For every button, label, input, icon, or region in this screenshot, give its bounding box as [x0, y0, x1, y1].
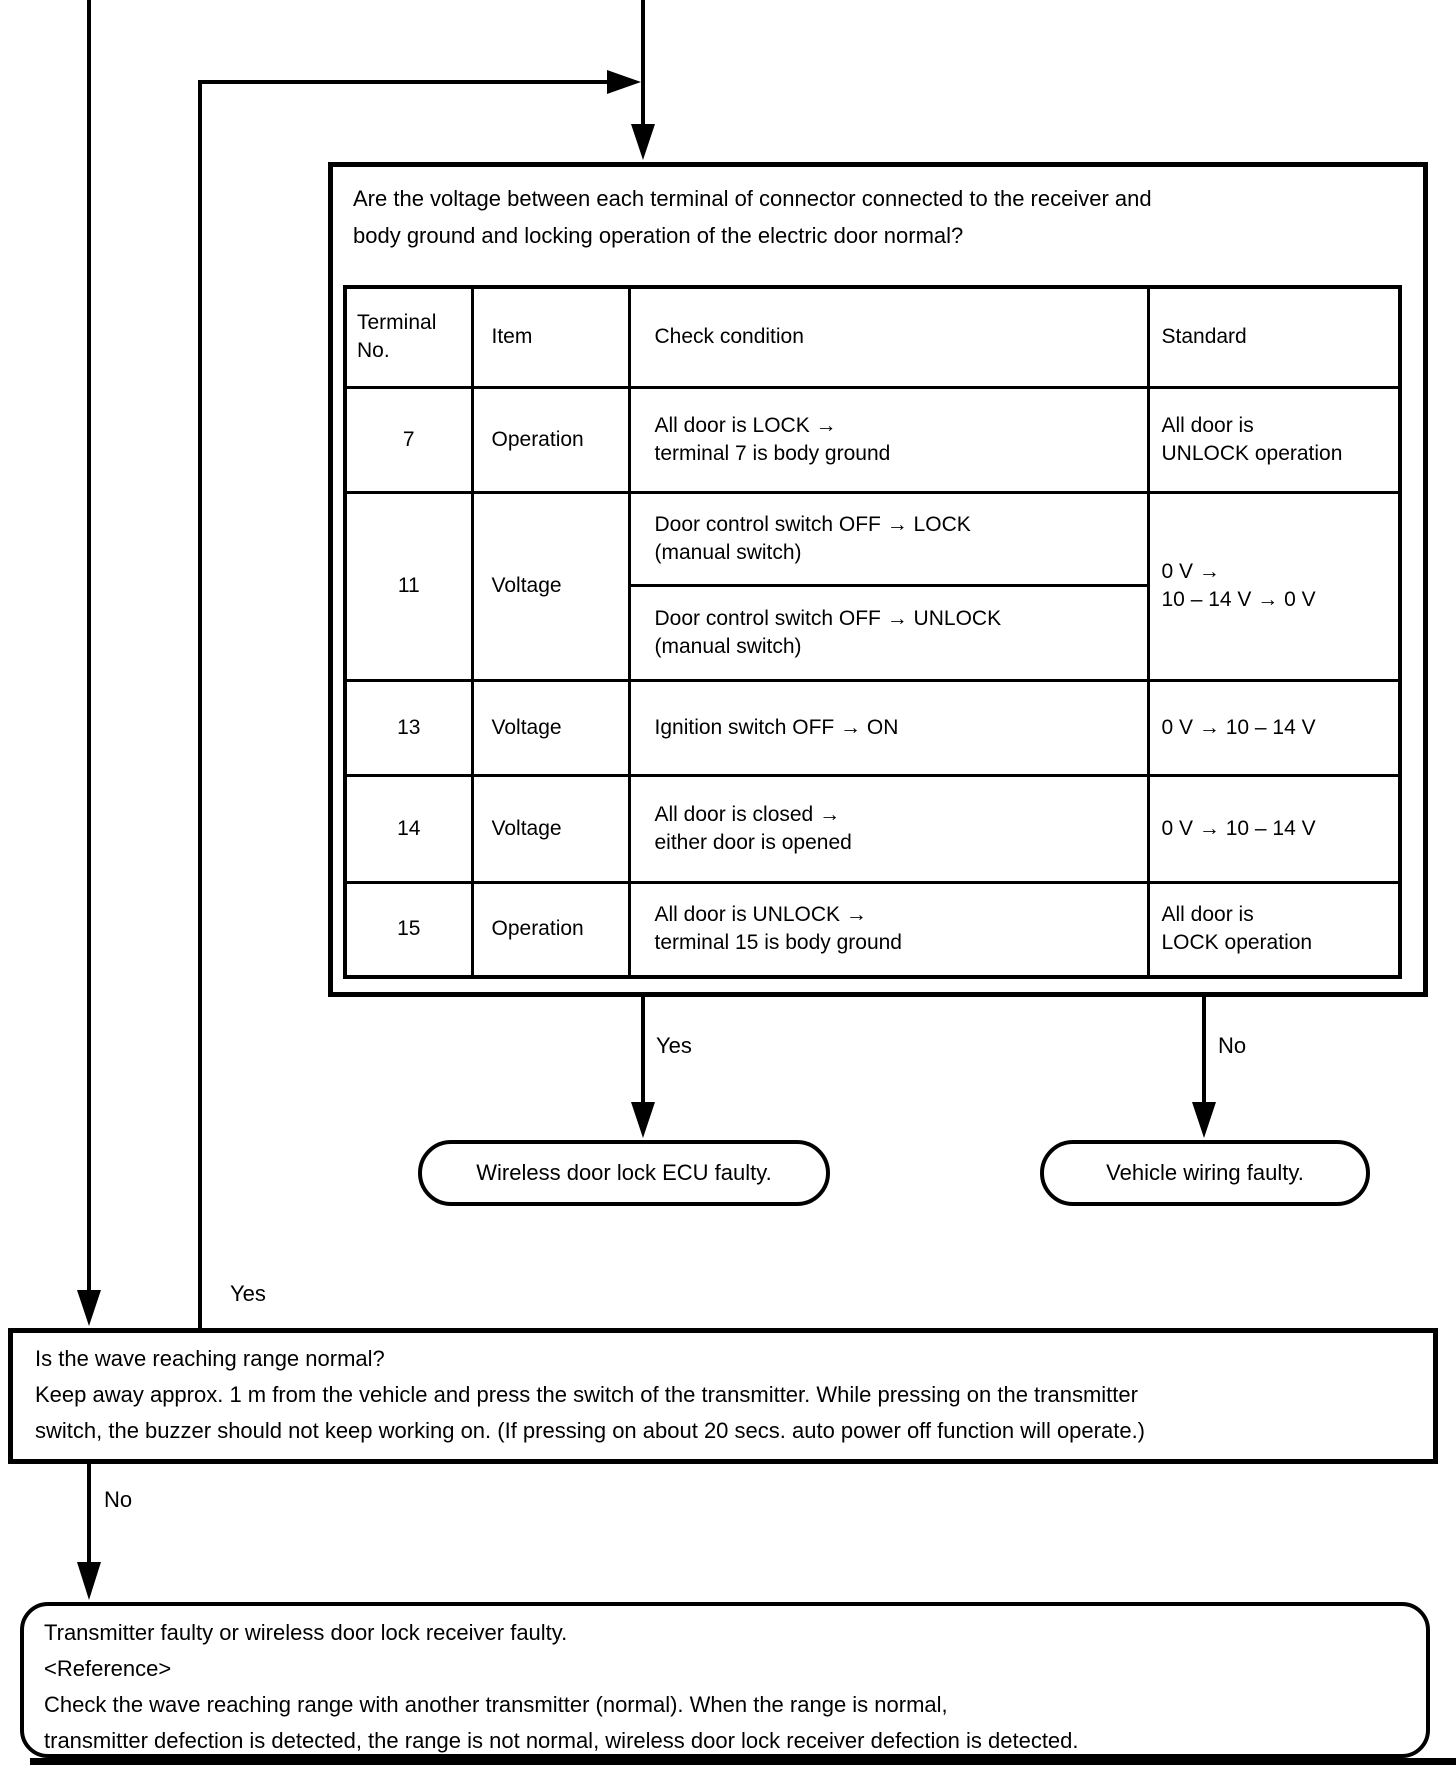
- transmitter-faulty-result-box: Transmitter faulty or wireless door lock…: [20, 1602, 1430, 1758]
- cell-terminal: 14: [343, 773, 474, 884]
- cell-terminal: 11: [343, 490, 474, 682]
- cell-item: Voltage: [470, 773, 631, 884]
- arrow-down-into-wiring-oval: [1192, 1102, 1216, 1138]
- arrow-down-into-question-box: [631, 124, 655, 160]
- wave-yes-loopback-label: Yes: [230, 1281, 266, 1306]
- cell-terminal: 13: [343, 678, 474, 777]
- result-ecu-faulty-text: Wireless door lock ECU faulty.: [476, 1160, 772, 1185]
- result-wiring-faulty-text: Vehicle wiring faulty.: [1106, 1160, 1304, 1185]
- table-header-row: Terminal No. Item Check condition Standa…: [343, 285, 1402, 389]
- header-terminal-no: Terminal No.: [343, 285, 474, 389]
- cell-standard: All door is LOCK operation: [1146, 880, 1402, 979]
- arrow-down-into-ecu-oval: [631, 1102, 655, 1138]
- wave-range-decision-box: Is the wave reaching range normal? Keep …: [8, 1328, 1438, 1464]
- arrow-down-into-wave-box: [77, 1290, 101, 1326]
- cell-check: All door is LOCK → terminal 7 is body gr…: [627, 385, 1150, 494]
- header-standard: Standard: [1146, 285, 1402, 389]
- table-row: Door control switch OFF → UNLOCK (manual…: [345, 583, 1400, 682]
- table-row: 15 Operation All door is UNLOCK → termin…: [343, 880, 1402, 979]
- table-row: 11 Voltage Door control switch OFF → LOC…: [343, 490, 1402, 682]
- cell-item: Operation: [470, 880, 631, 979]
- decision-question-text: Are the voltage between each terminal of…: [353, 186, 1152, 248]
- cell-check: Door control switch OFF → UNLOCK (manual…: [627, 583, 1150, 682]
- terminal-check-table: Terminal No. Item Check condition Standa…: [343, 285, 1402, 979]
- cell-check: Ignition switch OFF → ON: [627, 678, 1150, 777]
- table-row: 13 Voltage Ignition switch OFF → ON 0 V …: [343, 678, 1402, 777]
- cell-terminal: 7: [343, 385, 474, 494]
- result-ecu-faulty: Wireless door lock ECU faulty.: [418, 1140, 830, 1206]
- cell-item: Operation: [470, 385, 631, 494]
- table-row: 7 Operation All door is LOCK → terminal …: [343, 385, 1402, 494]
- cell-check: Door control switch OFF → LOCK (manual s…: [627, 490, 1150, 587]
- cell-standard: 0 V → 10 – 14 V: [1146, 773, 1402, 884]
- cell-check: All door is UNLOCK → terminal 15 is body…: [627, 880, 1150, 979]
- cell-standard: 0 V → 10 – 14 V: [1146, 678, 1402, 777]
- yes-branch-label: Yes: [656, 1033, 692, 1058]
- header-check: Check condition: [627, 285, 1150, 389]
- table-row: 14 Voltage All door is closed → either d…: [343, 773, 1402, 884]
- page-bottom-rule: [30, 1758, 1456, 1765]
- cell-check: All door is closed → either door is open…: [627, 773, 1150, 884]
- cell-item: Voltage: [470, 490, 631, 682]
- result-wiring-faulty: Vehicle wiring faulty.: [1040, 1140, 1370, 1206]
- wave-no-branch-label: No: [104, 1487, 133, 1512]
- cell-terminal: 15: [343, 880, 474, 979]
- arrow-right-loopback: [607, 70, 641, 94]
- cell-item: Voltage: [470, 678, 631, 777]
- cell-standard: All door is UNLOCK operation: [1146, 385, 1402, 494]
- cell-standard: 0 V → 10 – 14 V → 0 V: [1146, 490, 1402, 682]
- arrow-down-into-bottom-box: [77, 1562, 101, 1600]
- header-item: Item: [470, 285, 631, 389]
- no-branch-label: No: [1218, 1033, 1247, 1058]
